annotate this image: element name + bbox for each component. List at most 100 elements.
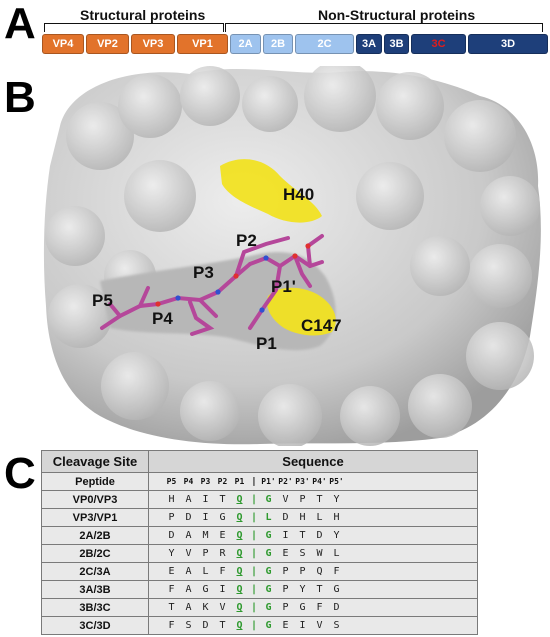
residue-prime: G xyxy=(265,494,272,505)
label-p1: P1 xyxy=(256,334,277,353)
residue-prime: G xyxy=(299,602,306,613)
residue: K xyxy=(202,602,209,613)
residue-prime: L xyxy=(265,512,272,523)
residue-prime: H xyxy=(333,512,340,523)
protein-surface-svg: H40 P2 P3 P1' P5 P4 C147 P1 xyxy=(43,66,541,446)
residue-prime: Y xyxy=(333,530,340,541)
residue: Y xyxy=(168,548,175,559)
residue: G xyxy=(202,584,209,595)
residue: D xyxy=(185,512,192,523)
residue-prime: H xyxy=(299,512,306,523)
segment-3a: 3A xyxy=(356,34,382,54)
position-label-prime: P3' xyxy=(295,477,310,486)
segment-2b: 2B xyxy=(263,34,293,54)
residue-prime: Q xyxy=(316,566,323,577)
nonstructural-bracket xyxy=(225,23,543,32)
residue-prime: T xyxy=(299,530,306,541)
residue: D xyxy=(168,530,175,541)
residue-prime: D xyxy=(316,530,323,541)
label-p4: P4 xyxy=(152,309,173,328)
residue: M xyxy=(202,530,209,541)
residue: Q xyxy=(236,620,243,631)
subheader-peptide: Peptide xyxy=(41,472,149,491)
segment-label: 2B xyxy=(270,38,286,50)
residue-prime: Y xyxy=(299,584,306,595)
residue: P xyxy=(202,548,209,559)
scissile-bond-separator: | xyxy=(250,620,258,631)
residue-prime: G xyxy=(265,566,272,577)
residue: H xyxy=(168,494,175,505)
cleavage-site-name: 3B/3C xyxy=(41,598,149,617)
scissile-bond-separator: | xyxy=(250,566,258,577)
segment-label: 3C xyxy=(431,38,446,50)
protein-surface-figure: H40 P2 P3 P1' P5 P4 C147 P1 xyxy=(40,66,545,446)
residue: F xyxy=(219,566,226,577)
scissile-bond-separator: | xyxy=(250,584,258,595)
position-label: P2 xyxy=(217,477,228,486)
residue-prime: P xyxy=(282,566,289,577)
segment-2a: 2A xyxy=(230,34,261,54)
scissile-bond-separator: | xyxy=(250,512,258,523)
peptide-atoms xyxy=(155,243,311,313)
residue: I xyxy=(202,494,209,505)
residue-prime: G xyxy=(333,584,340,595)
residue-prime: V xyxy=(282,494,289,505)
position-label: P1 xyxy=(234,477,245,486)
residue: Q xyxy=(236,566,243,577)
panel-label-a: A xyxy=(4,0,36,48)
scissile-bond-separator: | xyxy=(250,602,258,613)
segment-2c: 2C xyxy=(295,34,354,54)
residue-prime: T xyxy=(316,584,323,595)
residue: Q xyxy=(236,512,243,523)
cleavage-site-name: 2A/2B xyxy=(41,526,149,545)
residue-prime: L xyxy=(333,548,340,559)
scissile-bond-separator: | xyxy=(250,494,258,505)
residue-prime: I xyxy=(282,530,289,541)
cleavage-site-name: 3C/3D xyxy=(41,616,149,635)
residue: I xyxy=(219,584,226,595)
residue: R xyxy=(219,548,226,559)
residue: E xyxy=(168,566,175,577)
cleavage-site-name: 2C/3A xyxy=(41,562,149,581)
panel-label-c: C xyxy=(4,449,36,498)
structural-bracket xyxy=(44,23,224,32)
residue-prime: G xyxy=(265,584,272,595)
segment-vp4: VP4 xyxy=(42,34,84,54)
residue: G xyxy=(219,512,226,523)
residue-prime: G xyxy=(265,530,272,541)
residue: S xyxy=(185,620,192,631)
segment-label: 2A xyxy=(238,38,253,50)
residue-prime: G xyxy=(265,548,272,559)
residue: Q xyxy=(236,602,243,613)
segment-label: 3B xyxy=(389,38,404,50)
scissile-bond-separator: | xyxy=(250,548,258,559)
table-header-row: Cleavage Site Sequence xyxy=(41,450,478,473)
residue-prime: T xyxy=(316,494,323,505)
residue-prime: P xyxy=(282,602,289,613)
residue-prime: L xyxy=(316,512,323,523)
segment-label: VP3 xyxy=(142,38,164,50)
residue-prime: E xyxy=(282,548,289,559)
position-label-prime: P4' xyxy=(312,477,327,486)
cleavage-site-name: VP3/VP1 xyxy=(41,508,149,527)
cleavage-site-name: VP0/VP3 xyxy=(41,490,149,509)
header-cleavage-site: Cleavage Site xyxy=(41,450,149,473)
residue: F xyxy=(168,620,175,631)
residue: A xyxy=(185,602,192,613)
